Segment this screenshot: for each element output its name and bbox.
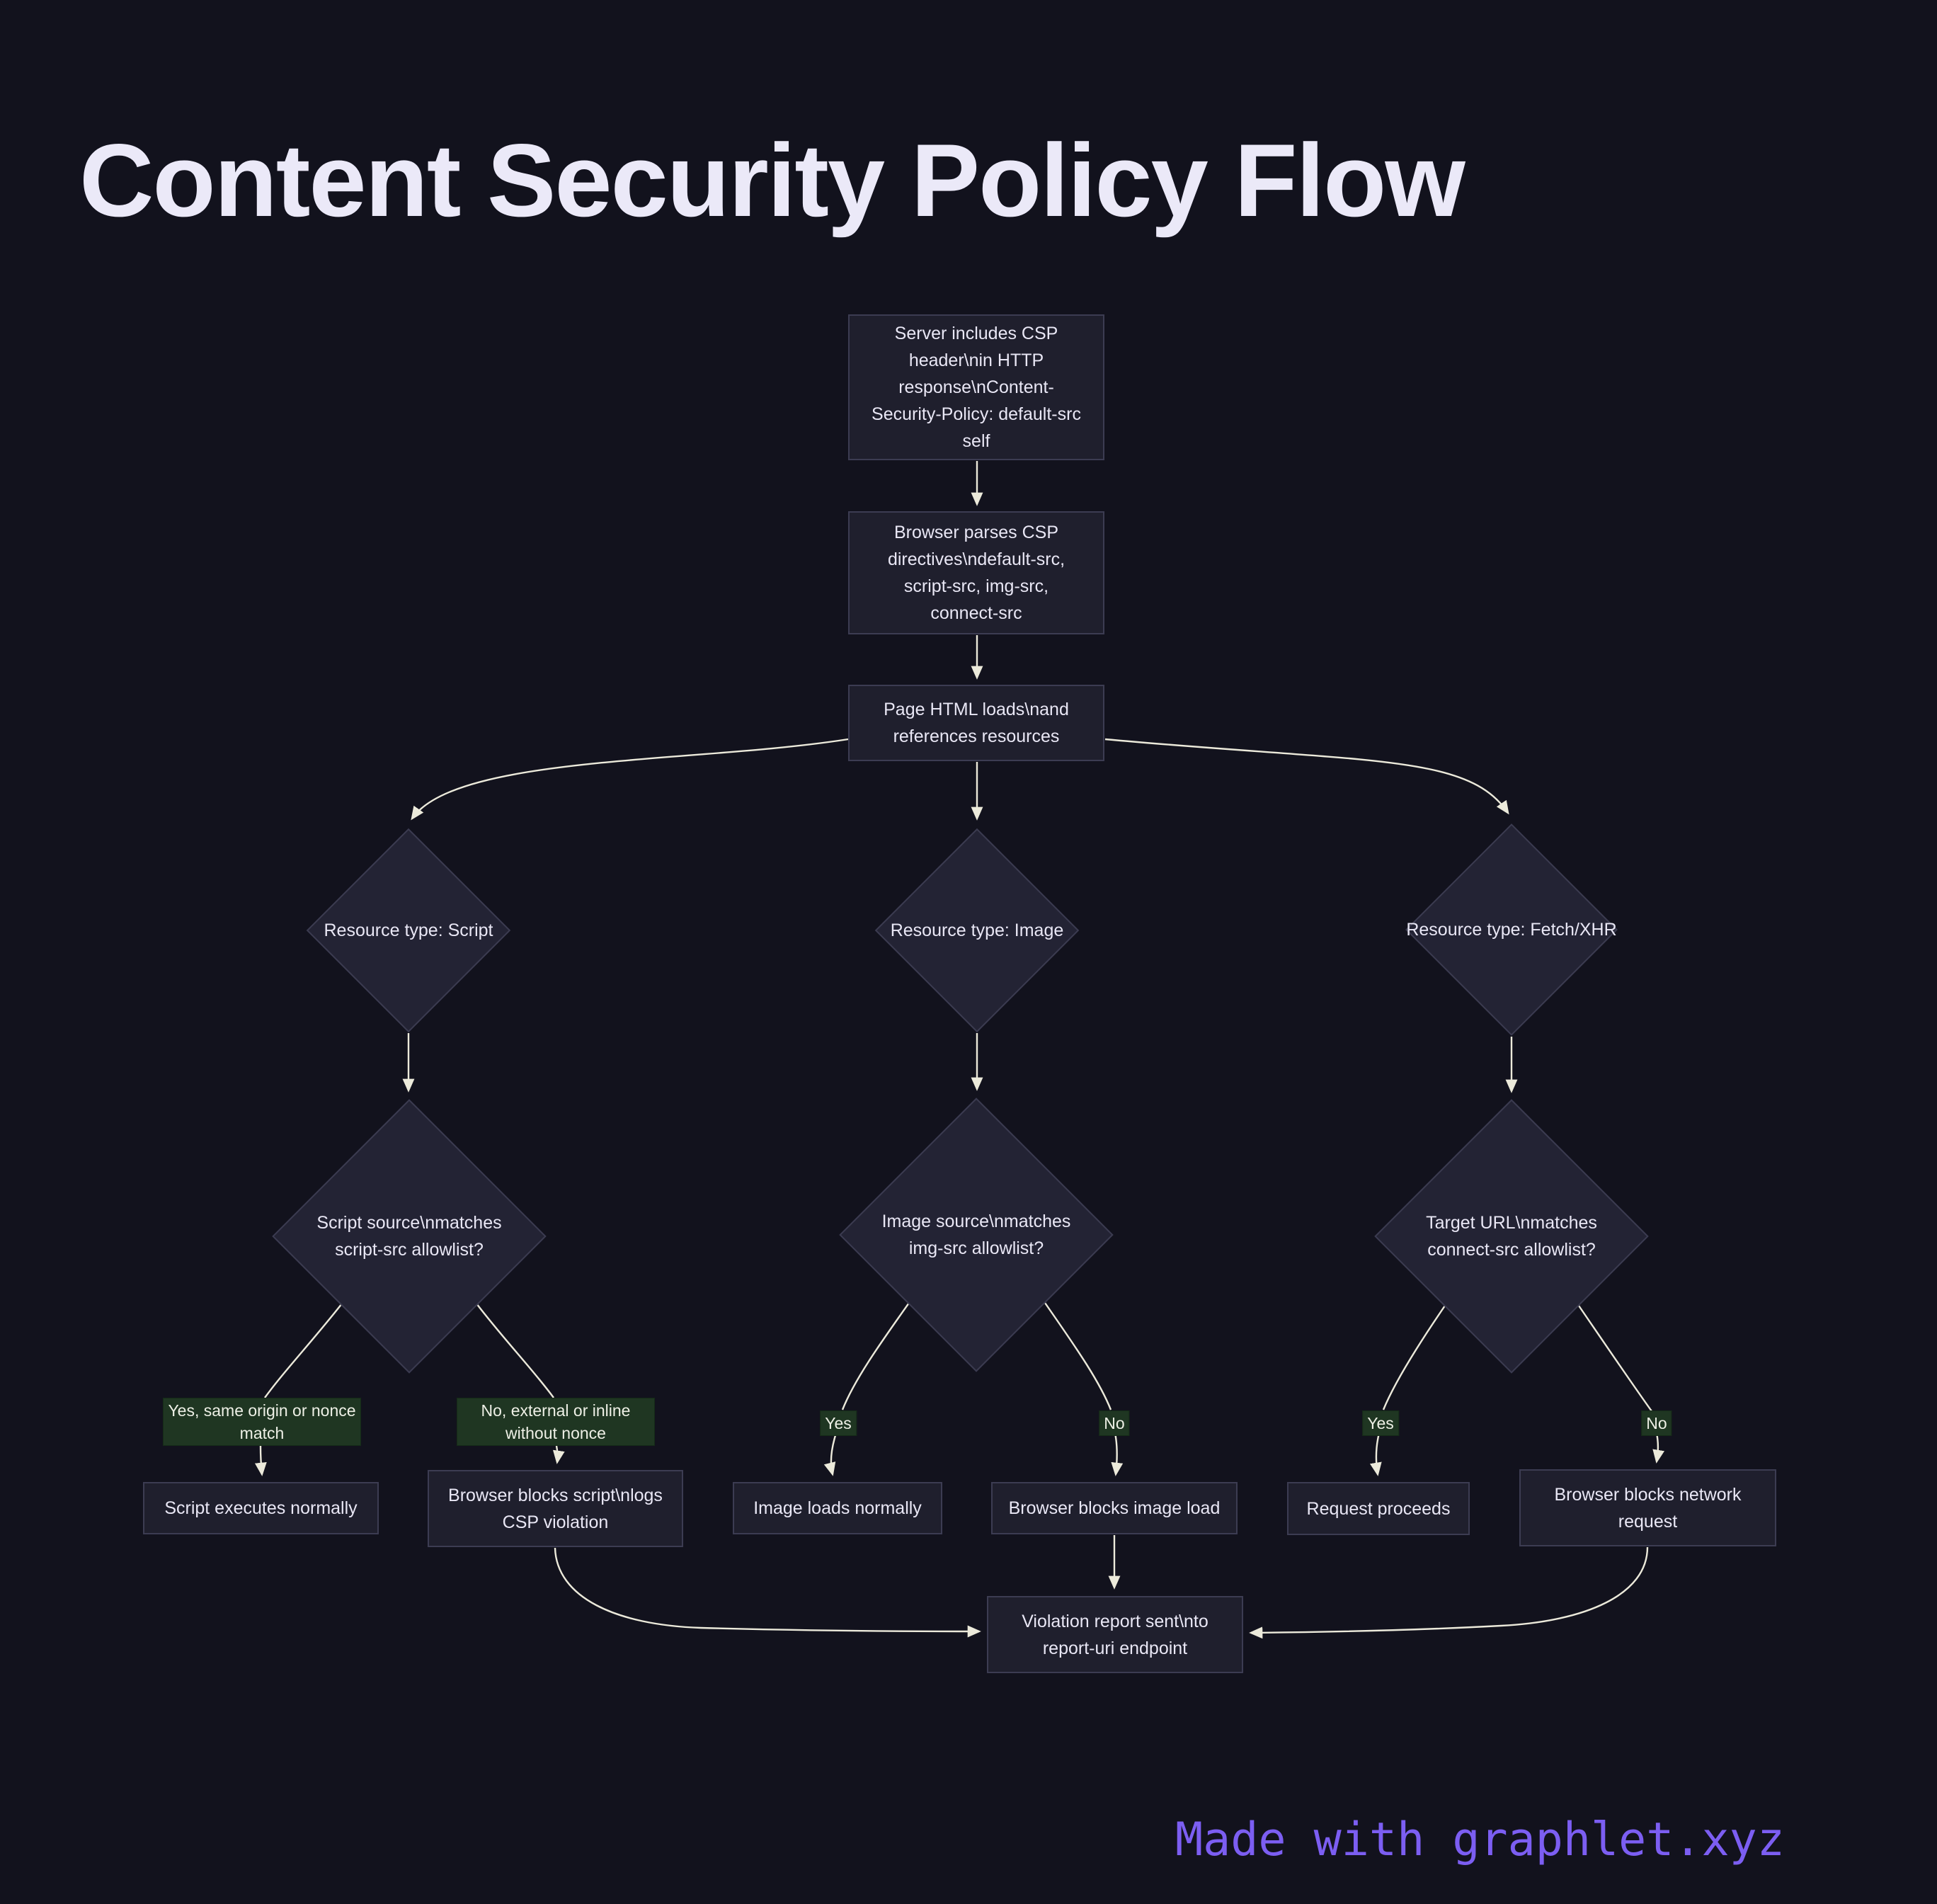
edge-fetch-check-no <box>1578 1305 1652 1412</box>
node-request-blocked: Browser blocks network request <box>1519 1469 1776 1546</box>
node-request-blocked-text: Browser blocks network request <box>1554 1484 1742 1532</box>
edge-image-yes-to-loads <box>823 1432 838 1476</box>
node-script-blocked-text: Browser blocks script\nlogs CSP violatio… <box>448 1485 663 1532</box>
edge-image-no-to-blocked <box>1111 1432 1124 1476</box>
node-image-loads-text: Image loads normally <box>753 1498 922 1518</box>
edge-label-image-no: No <box>1099 1410 1130 1436</box>
node-server-csp-header: Server includes CSP header\nin HTTP resp… <box>848 314 1104 460</box>
edge-fetch-yes-to-proceeds <box>1369 1432 1382 1476</box>
edge-script-check-yes <box>264 1303 343 1398</box>
edge-label-fetch-no: No <box>1641 1410 1672 1436</box>
edge-fetch-blocked-to-report <box>1249 1546 1649 1639</box>
node-request-proceeds-text: Request proceeds <box>1306 1498 1451 1519</box>
edge-fetch-no-to-blocked <box>1652 1432 1665 1464</box>
node-page-html-loads-text: Page HTML loads\nand references resource… <box>884 700 1069 746</box>
edge-label-script-yes: Yes, same origin or nonce match <box>163 1398 361 1446</box>
decision-resource-type-image-text: Resource type: Image <box>890 920 1064 940</box>
edge-load-to-script-type <box>411 738 849 821</box>
edge-image-check-yes <box>841 1302 910 1410</box>
node-script-executes-text: Script executes normally <box>164 1498 358 1518</box>
node-page-html-loads: Page HTML loads\nand references resource… <box>848 685 1104 761</box>
node-violation-report: Violation report sent\nto report-uri end… <box>987 1596 1243 1673</box>
edge-script-yes-to-executes <box>254 1445 267 1476</box>
node-image-blocked: Browser blocks image load <box>991 1482 1238 1534</box>
node-script-blocked: Browser blocks script\nlogs CSP violatio… <box>428 1470 683 1547</box>
node-image-loads: Image loads normally <box>733 1482 942 1534</box>
edge-fetch-check-yes <box>1382 1305 1446 1410</box>
decision-resource-type-script-text: Resource type: Script <box>324 920 493 940</box>
edge-script-no-to-blocked <box>552 1445 565 1464</box>
edge-label-fetch-yes: Yes <box>1362 1410 1399 1436</box>
node-browser-parses-directives: Browser parses CSP directives\ndefault-s… <box>848 511 1104 634</box>
page-title: Content Security Policy Flow <box>79 122 1465 238</box>
node-server-csp-header-text: Server includes CSP header\nin HTTP resp… <box>872 324 1081 451</box>
edge-script-check-no <box>476 1303 554 1398</box>
edge-label-script-no: No, external or inline without nonce <box>457 1398 655 1446</box>
node-violation-report-text: Violation report sent\nto report-uri end… <box>1022 1611 1209 1658</box>
node-script-executes: Script executes normally <box>143 1482 379 1534</box>
node-image-blocked-text: Browser blocks image load <box>1008 1498 1221 1518</box>
edge-script-blocked-to-report <box>554 1547 981 1638</box>
node-browser-parses-directives-text: Browser parses CSP directives\ndefault-s… <box>887 523 1065 623</box>
decision-resource-type-fetch-text: Resource type: Fetch/XHR <box>1406 920 1617 940</box>
edge-label-image-yes: Yes <box>820 1410 857 1436</box>
node-request-proceeds: Request proceeds <box>1287 1482 1470 1535</box>
decision-connect-src-allowlist-text: Target URL\nmatches connect-src allowlis… <box>1426 1213 1597 1260</box>
made-with-credit: Made with graphlet.xyz <box>1175 1813 1785 1866</box>
edge-load-to-fetch-type <box>1104 738 1509 815</box>
edge-image-check-no <box>1044 1302 1112 1410</box>
decision-script-src-allowlist-text: Script source\nmatches script-src allowl… <box>316 1213 502 1260</box>
decision-img-src-allowlist-text: Image source\nmatches img-src allowlist? <box>881 1212 1071 1258</box>
